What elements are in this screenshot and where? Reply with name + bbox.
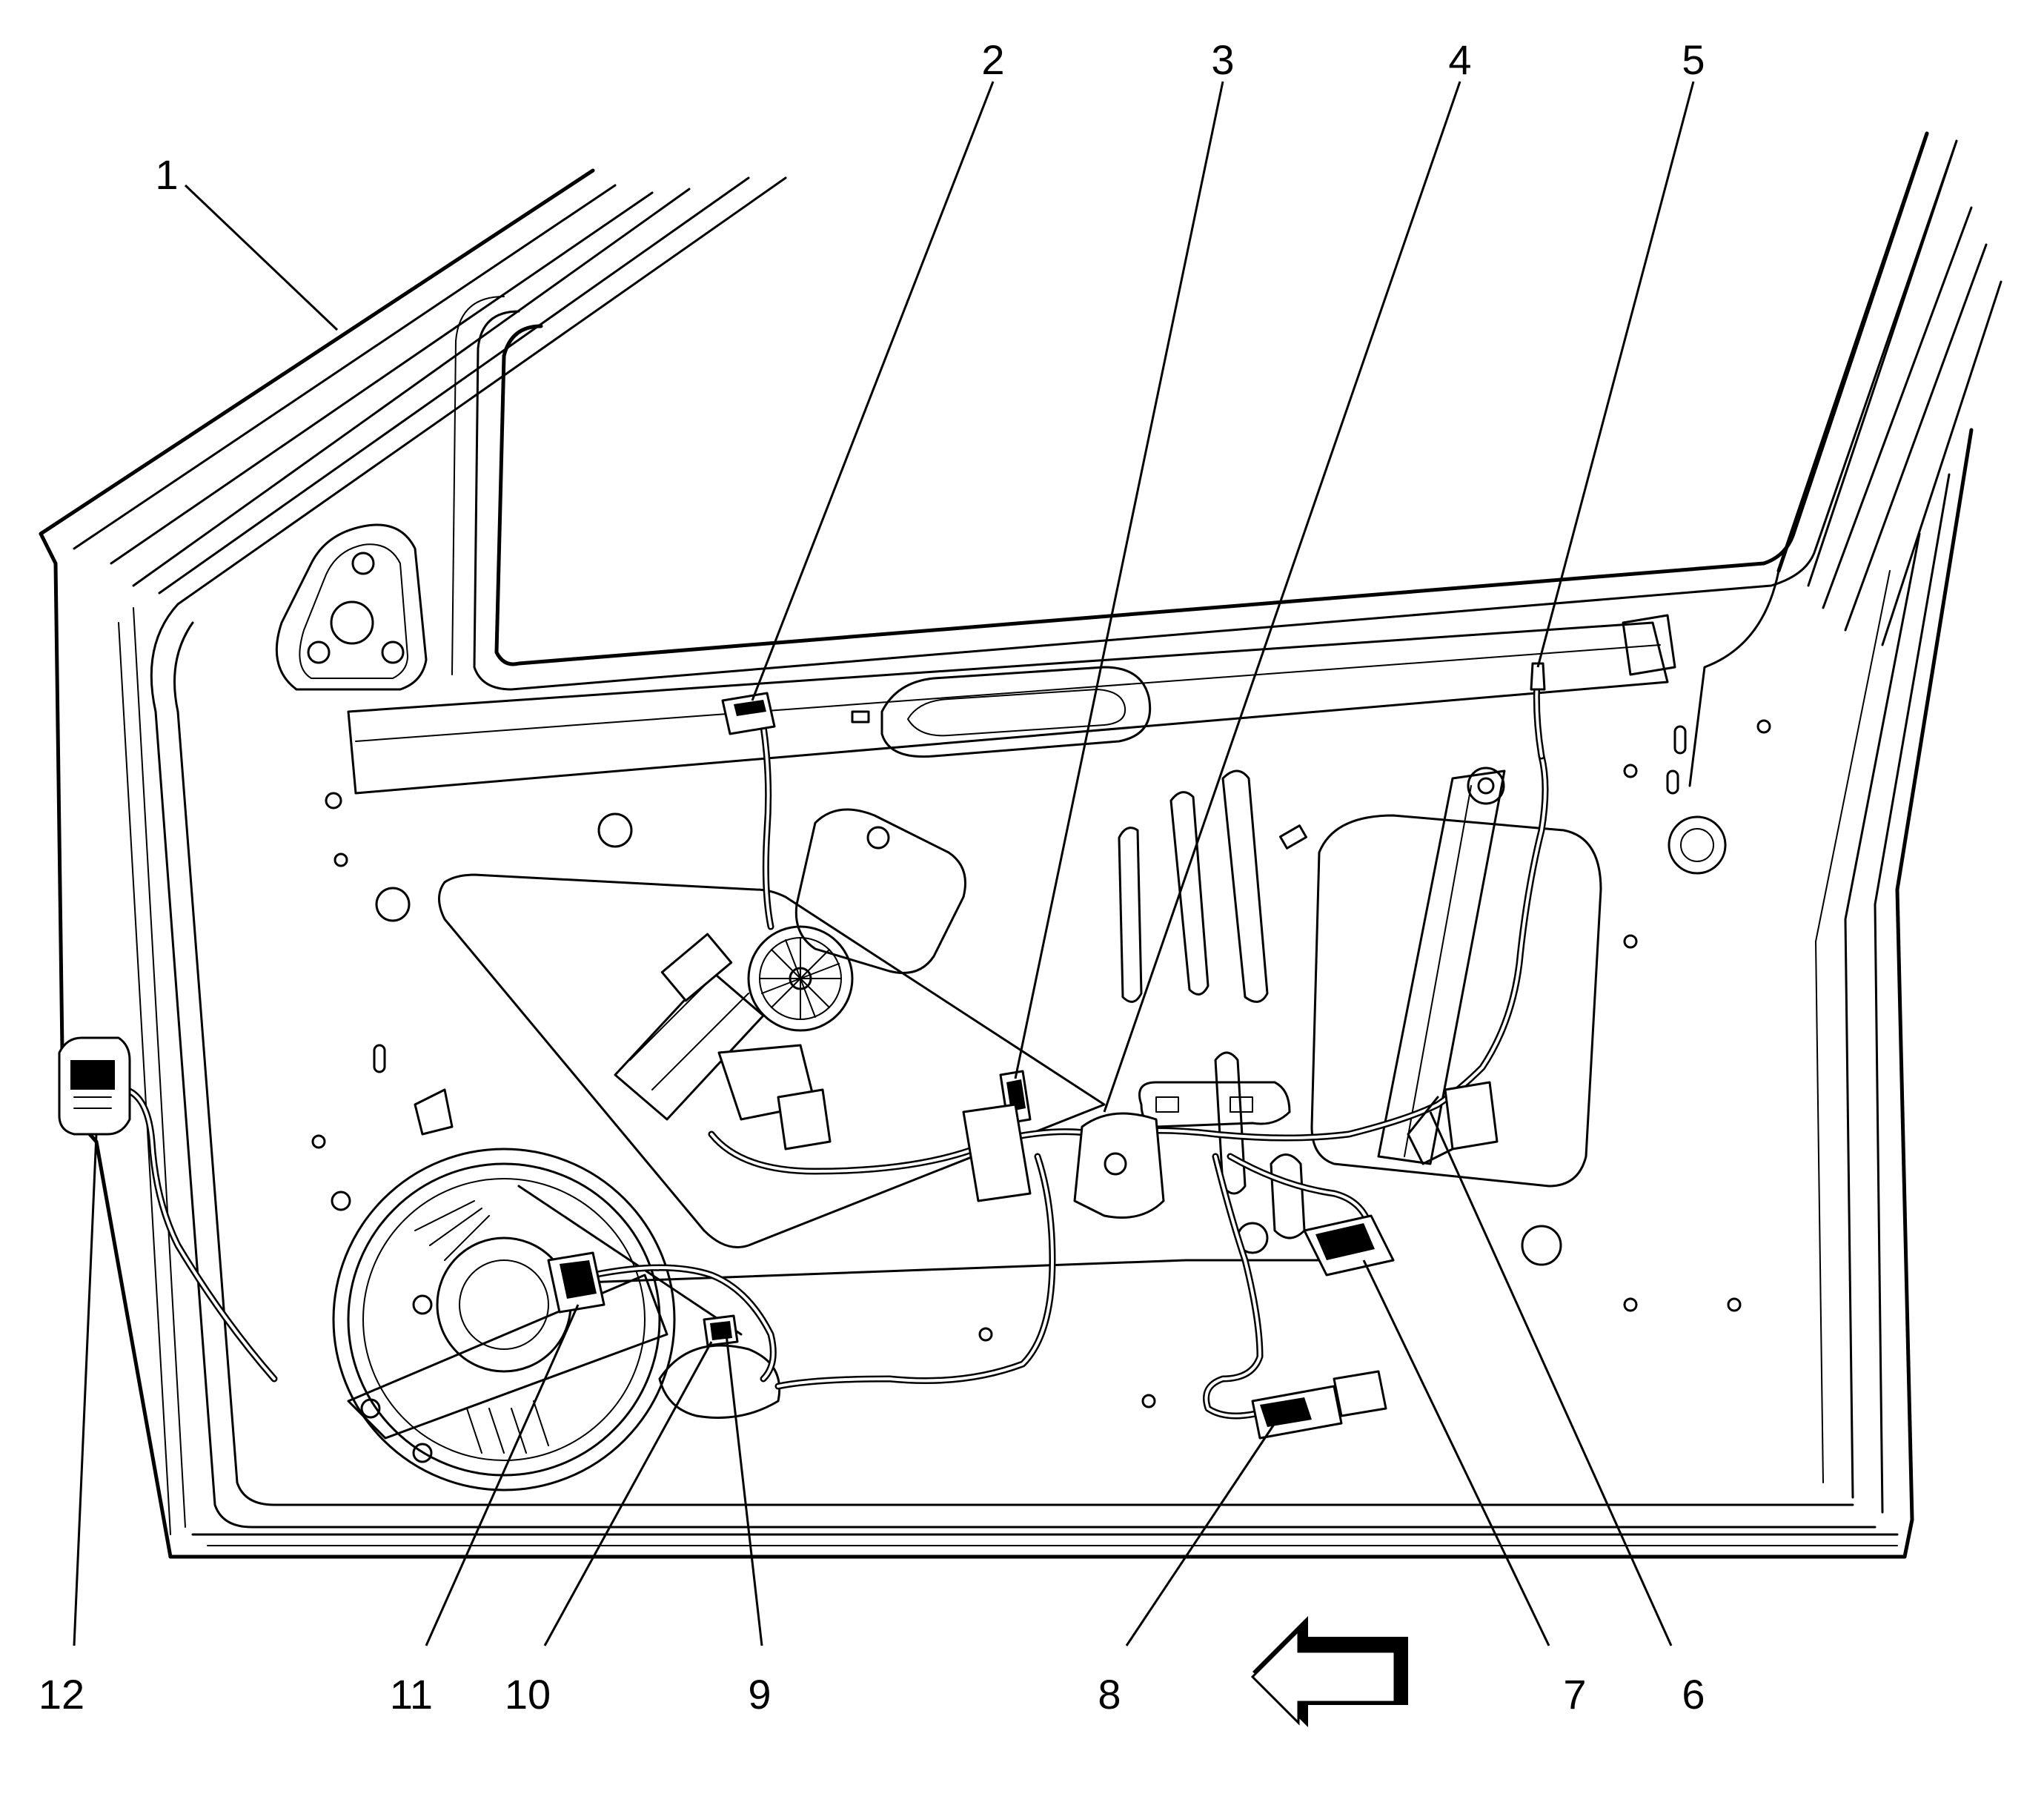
callout-9: 9 (748, 1671, 771, 1718)
callout-10: 10 (505, 1671, 551, 1718)
callout-4: 4 (1448, 36, 1471, 83)
callout-12: 12 (39, 1671, 84, 1718)
door-frame (39, 131, 2002, 1559)
callout-6: 6 (1682, 1671, 1705, 1718)
left-arrow-icon (1250, 1616, 1408, 1727)
callout-7: 7 (1563, 1671, 1586, 1718)
inner-panel (311, 710, 1771, 1408)
callout-1: 1 (155, 151, 178, 198)
mirror-mount-bracket (275, 523, 428, 691)
callout-5: 5 (1682, 36, 1705, 83)
callout-3: 3 (1211, 36, 1234, 83)
beltline-reinforcement (347, 614, 1676, 795)
door-speaker (331, 1088, 781, 1491)
callout-11: 11 (390, 1671, 433, 1718)
callout-2: 2 (981, 36, 1004, 83)
window-regulator (614, 767, 1506, 1239)
callout-labels: 1 2 3 4 5 6 7 8 9 10 11 12 (39, 36, 1705, 1718)
wiring-harness (122, 663, 1549, 1420)
callout-leaders (73, 81, 1695, 1646)
connectors (58, 662, 1546, 1440)
callout-8: 8 (1098, 1671, 1121, 1718)
window-opening (451, 131, 1958, 691)
